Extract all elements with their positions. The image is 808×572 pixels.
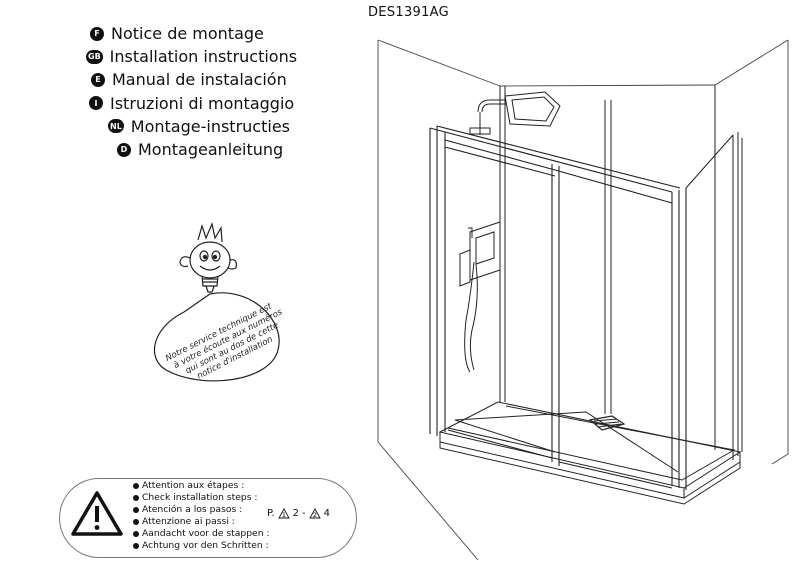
step-b-page: 4 bbox=[323, 508, 331, 519]
language-title: Notice de montage bbox=[111, 24, 264, 44]
pages-prefix: P. bbox=[267, 508, 275, 519]
back-glass-panel bbox=[499, 85, 716, 450]
attention-box bbox=[59, 478, 357, 558]
shower-tray-icon bbox=[438, 401, 742, 499]
attention-line: Achtung vor den Schritten : bbox=[133, 540, 270, 552]
step-a-page: 2 bbox=[292, 508, 300, 519]
language-badge: I bbox=[89, 96, 103, 111]
svg-text:1: 1 bbox=[282, 511, 286, 519]
pages-separator: - bbox=[302, 508, 306, 519]
tray-base-detail bbox=[439, 442, 741, 505]
bullet-icon bbox=[133, 495, 139, 501]
language-badge: GB bbox=[86, 49, 103, 64]
language-title-fr: F Notice de montage bbox=[86, 22, 326, 45]
bullet-icon bbox=[133, 507, 139, 513]
language-title: Manual de instalación bbox=[112, 70, 287, 90]
shower-enclosure-illustration bbox=[370, 38, 800, 572]
mixer-column-icon bbox=[459, 221, 501, 373]
language-badge: NL bbox=[108, 119, 124, 134]
language-title: Montage-instructies bbox=[130, 116, 290, 136]
attention-line: Aandacht voor de stappen : bbox=[133, 528, 270, 540]
language-title: Montageanleitung bbox=[138, 140, 284, 160]
step-triangle-icon: 2 bbox=[308, 508, 321, 519]
attention-steps-list: Attention aux étapes : Check installatio… bbox=[133, 480, 270, 552]
document-reference: DES1391AG bbox=[368, 5, 449, 20]
lightbulb-mascot-icon bbox=[153, 222, 280, 382]
language-title: Installation instructions bbox=[109, 47, 298, 67]
bullet-icon bbox=[133, 543, 139, 549]
service-mascot: Notre service technique est à votre écou… bbox=[150, 220, 290, 399]
language-title-es: E Manual de instalación bbox=[86, 68, 326, 91]
attention-line: Check installation steps : bbox=[133, 492, 270, 504]
attention-line: Atención a los pasos : bbox=[133, 504, 270, 516]
svg-text:2: 2 bbox=[313, 511, 317, 519]
shower-head-icon bbox=[469, 91, 561, 135]
warning-icon bbox=[70, 489, 124, 543]
step-triangle-icon: 1 bbox=[277, 508, 290, 519]
language-title: Istruzioni di montaggio bbox=[110, 93, 295, 113]
bullet-icon bbox=[133, 519, 139, 525]
language-badge: D bbox=[117, 142, 131, 157]
bullet-icon bbox=[133, 483, 139, 489]
language-title-nl: NL Montage-instructies bbox=[86, 115, 326, 138]
attention-pages: P. 1 2 - 2 4 bbox=[267, 508, 330, 519]
language-title-list: F Notice de montage GB Installation inst… bbox=[86, 22, 326, 161]
language-badge: E bbox=[91, 72, 105, 87]
bullet-icon bbox=[133, 531, 139, 537]
language-title-gb: GB Installation instructions bbox=[86, 45, 326, 68]
language-title-it: I Istruzioni di montaggio bbox=[86, 92, 326, 115]
language-badge: F bbox=[90, 26, 104, 41]
language-title-de: D Montageanleitung bbox=[86, 138, 326, 161]
attention-line: Attention aux étapes : bbox=[133, 480, 270, 492]
room-walls bbox=[377, 39, 789, 561]
attention-line: Attenzione ai passi : bbox=[133, 516, 270, 528]
front-sliding-doors bbox=[429, 125, 687, 490]
side-glass-panel bbox=[685, 132, 743, 460]
